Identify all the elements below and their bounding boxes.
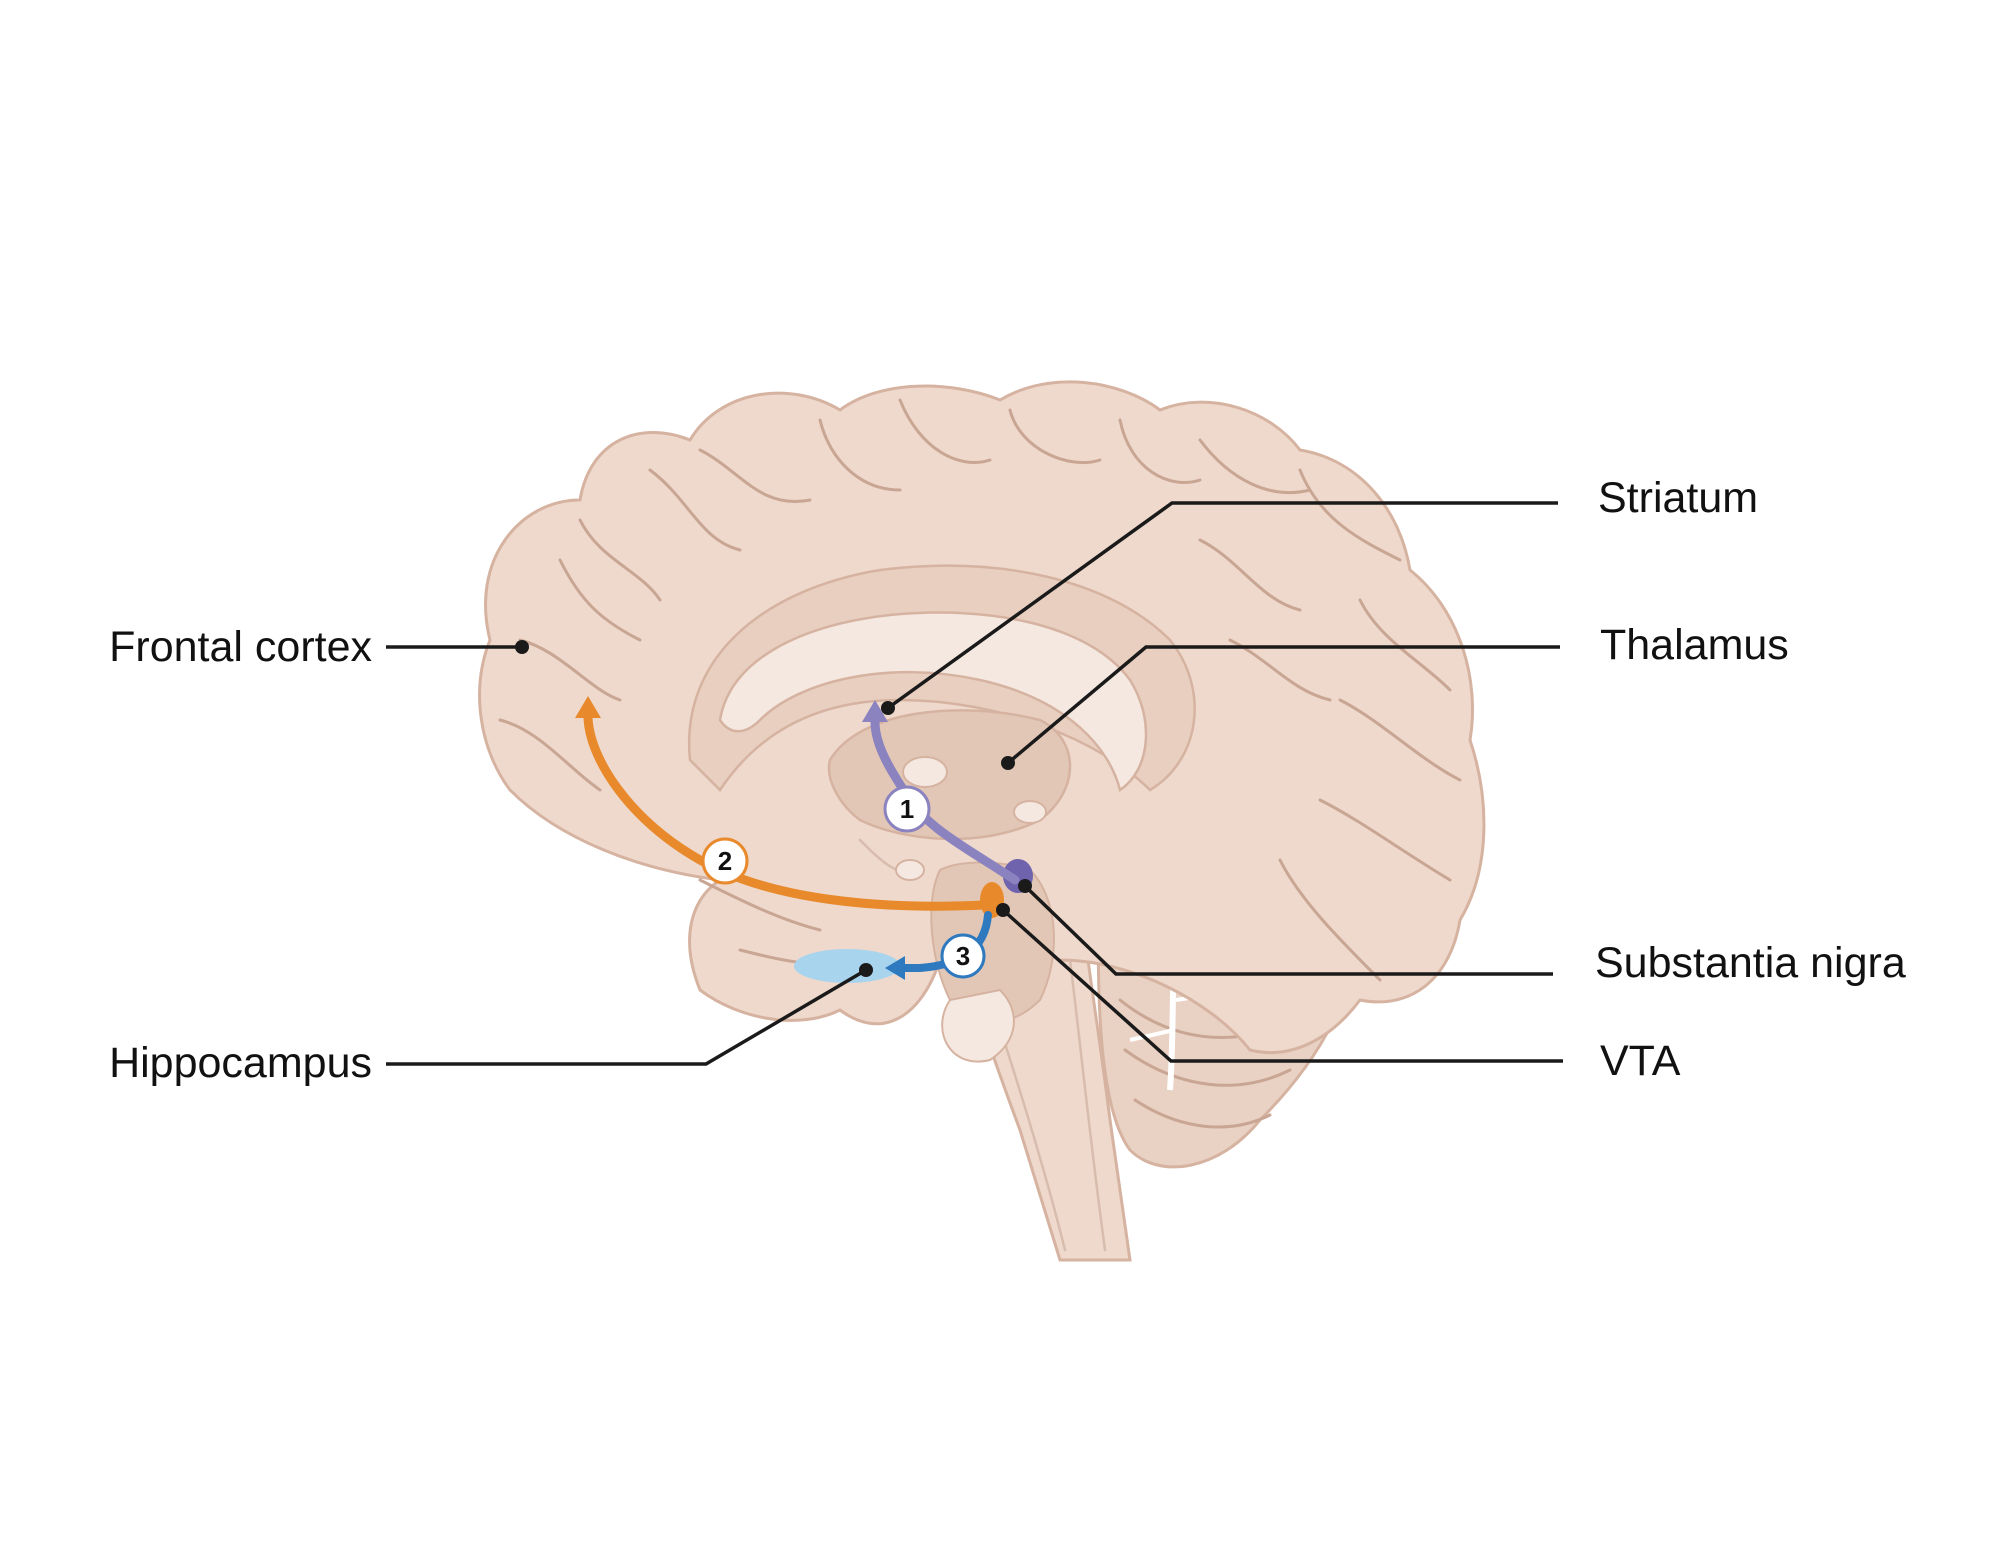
pathway-1-badge (883, 785, 931, 833)
pathway-2-badge (701, 837, 749, 885)
pathway-3: 3 (885, 911, 992, 980)
hippocampus-label: Hippocampus (109, 1039, 372, 1087)
pathway-1-arrowhead (862, 700, 888, 722)
hippocampus-leader (386, 968, 867, 1066)
vta-leader (1001, 908, 1563, 1063)
thalamus-dot (1001, 756, 1015, 770)
substantia-nigra-leader (1023, 884, 1553, 976)
hippocampus-region (794, 949, 900, 983)
striatum-leader (886, 501, 1558, 710)
pons (941, 988, 1015, 1063)
striatum-label: Striatum (1598, 474, 1758, 522)
leader-lines (386, 501, 1563, 1066)
pathway-3-badge (940, 933, 986, 979)
substantia-nigra-dot (1018, 879, 1032, 893)
interthalamic-adhesion (902, 756, 948, 788)
frontal-cortex-dot (515, 640, 529, 654)
pathway-3-arrowhead (885, 956, 905, 980)
corpus-callosum (718, 611, 1148, 793)
labels: Frontal cortex Hippocampus Striatum Thal… (109, 474, 1906, 1087)
pathway-1: 1 (862, 700, 1020, 885)
thalamus-leader (1006, 645, 1560, 765)
vta-label: VTA (1600, 1037, 1681, 1085)
pathway-3-number: 3 (956, 941, 970, 971)
vta-dot (996, 903, 1010, 917)
pathway-1-number: 1 (900, 794, 914, 824)
thalamus-label: Thalamus (1600, 621, 1789, 669)
pathway-2: 2 (575, 696, 990, 911)
brain-illustration (478, 380, 1486, 1262)
pathway-2-number: 2 (718, 846, 732, 876)
frontal-cortex-label: Frontal cortex (109, 623, 372, 671)
cingulate-gyrus (687, 564, 1196, 792)
substantia-nigra-label: Substantia nigra (1595, 939, 1906, 987)
hippocampus-dot (859, 963, 873, 977)
pathway-2-arrowhead (575, 696, 601, 718)
striatum-dot (881, 701, 895, 715)
